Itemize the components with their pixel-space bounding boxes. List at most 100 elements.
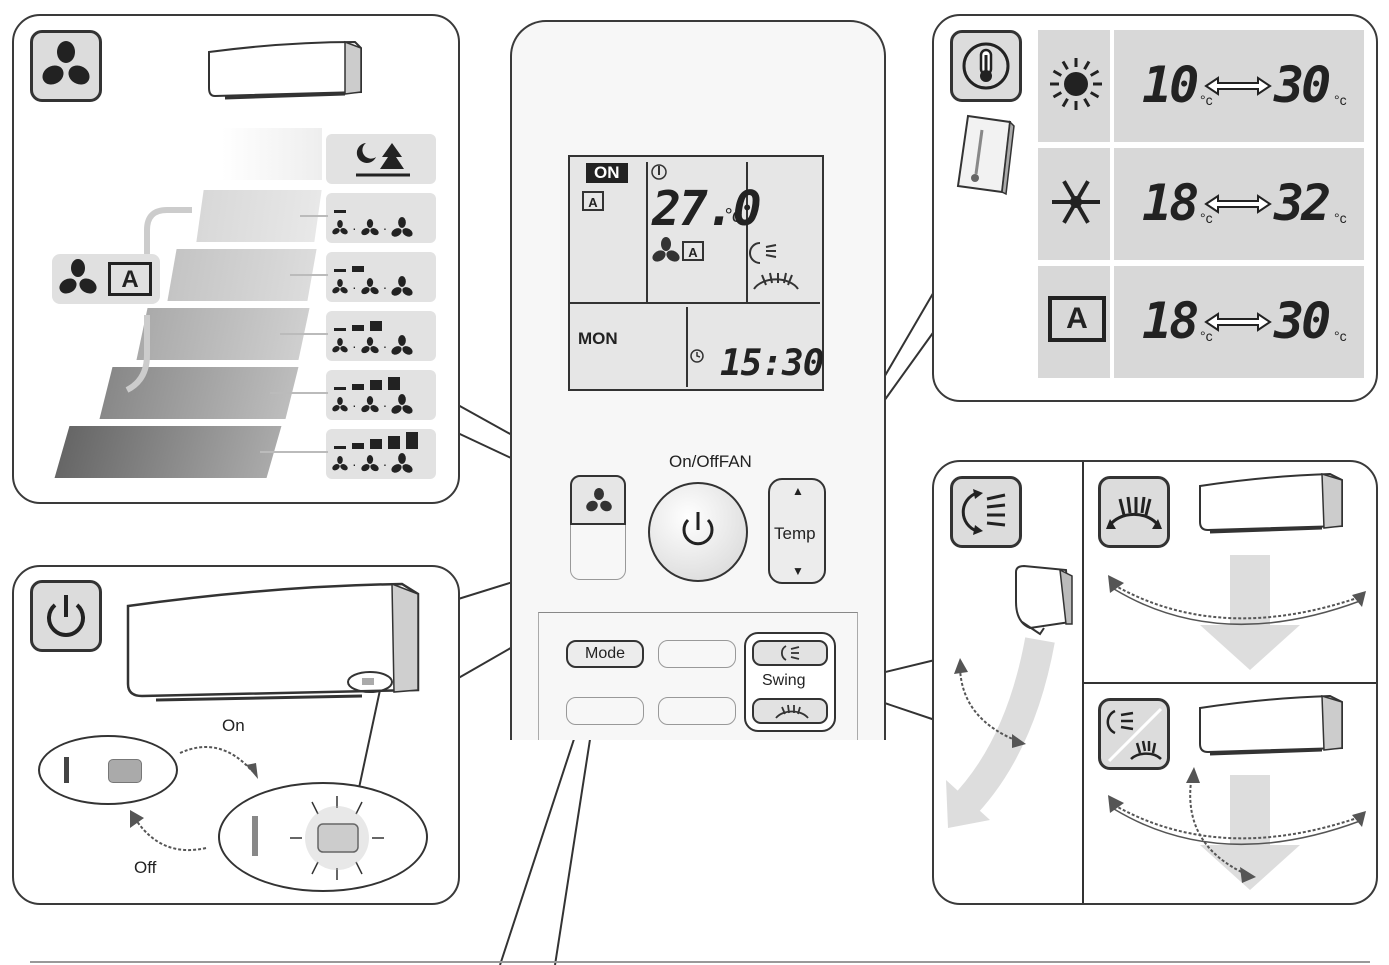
lcd-fan-icon bbox=[652, 237, 680, 262]
fan-level-connector bbox=[280, 333, 328, 335]
temp-down-arrow-icon[interactable]: ▼ bbox=[792, 564, 804, 578]
fan-level-bar bbox=[334, 387, 346, 390]
mode-button[interactable]: Mode bbox=[566, 640, 644, 668]
temp-min-unit: °c bbox=[1200, 92, 1213, 108]
swing-vertical-icon bbox=[780, 645, 800, 661]
fan-level-bar bbox=[352, 442, 364, 449]
temp-min-value: 18 bbox=[1142, 174, 1199, 232]
lcd-divider-v1 bbox=[646, 162, 648, 302]
sun-heat-icon bbox=[1050, 58, 1102, 110]
fan-auto-bracket bbox=[125, 207, 192, 393]
lcd-temperature-unit: °c bbox=[724, 205, 742, 227]
temp-row-mode-cell-auto: A bbox=[1038, 266, 1110, 378]
auto-mode-icon: A bbox=[1048, 296, 1106, 342]
blank-button-2[interactable] bbox=[566, 697, 644, 725]
on-arrow bbox=[179, 746, 258, 779]
lcd-on-badge: ON bbox=[586, 163, 628, 183]
fan-level-connector bbox=[270, 392, 328, 394]
temp-row-mode-cell-heat bbox=[1038, 30, 1110, 142]
swing-vertical-icon-box bbox=[950, 476, 1022, 548]
temp-max-value: 32 bbox=[1274, 174, 1331, 232]
fan-auto-badge: A bbox=[52, 254, 160, 304]
blank-button-3[interactable] bbox=[658, 697, 736, 725]
fan-level-bar bbox=[370, 380, 382, 390]
snowflake-cool-icon bbox=[1052, 180, 1100, 224]
fan-level-bar bbox=[334, 269, 346, 272]
temp-button[interactable]: ▲ Temp ▼ bbox=[768, 478, 826, 584]
thermometer-icon bbox=[962, 42, 1010, 90]
swing-vertical-icon bbox=[961, 489, 1006, 535]
fan-level-fan-icons: ·· bbox=[332, 276, 413, 298]
fan-level-bar bbox=[334, 210, 346, 213]
fan-icon bbox=[42, 41, 90, 85]
remote-lower-panel bbox=[538, 612, 858, 740]
ac-unit-illustration bbox=[208, 40, 362, 100]
swing-button-group: Swing bbox=[744, 632, 836, 732]
on-label: On bbox=[222, 716, 245, 735]
lcd-divider-h bbox=[570, 302, 820, 304]
swing-horizontal-icon bbox=[1106, 496, 1162, 529]
power-icon bbox=[682, 512, 714, 546]
temp-max-unit: °c bbox=[1334, 92, 1347, 108]
temp-max-value: 30 bbox=[1274, 292, 1331, 350]
temp-max-unit: °c bbox=[1334, 210, 1347, 226]
airflow-band-5 bbox=[54, 426, 282, 478]
temp-max-unit: °c bbox=[1334, 328, 1347, 344]
fan-level-connector bbox=[290, 274, 328, 276]
indicator-off-bubble bbox=[38, 735, 178, 805]
indicator-bar bbox=[252, 816, 258, 856]
temp-min-unit: °c bbox=[1200, 210, 1213, 226]
swing-both-icon bbox=[1106, 707, 1163, 763]
blank-button-1[interactable] bbox=[658, 640, 736, 668]
ac-unit-illustration bbox=[1199, 472, 1343, 534]
fan-button[interactable] bbox=[570, 475, 626, 525]
wall-thermometer-illustration bbox=[956, 114, 1015, 196]
fan-level-bar bbox=[406, 432, 418, 449]
fan-level-connector bbox=[260, 451, 328, 453]
range-arrow-icon bbox=[1204, 194, 1272, 214]
swing-vertical-button[interactable] bbox=[752, 640, 828, 666]
fan-level-bar bbox=[352, 383, 364, 390]
power-button[interactable] bbox=[648, 482, 748, 582]
horizontal-airflow-arrows bbox=[1108, 555, 1366, 670]
ac-unit-illustration bbox=[126, 582, 420, 702]
temp-label: Temp bbox=[774, 524, 816, 543]
lcd-thermometer-icon bbox=[651, 164, 667, 180]
power-panel-icon-box bbox=[30, 580, 102, 652]
swing-both-icon-box bbox=[1098, 698, 1170, 770]
lcd-temperature-value: 27.0 bbox=[652, 181, 762, 237]
fan-level-fan-icons: ·· bbox=[332, 453, 413, 475]
lcd-divider-v2 bbox=[746, 162, 748, 302]
swing-panel-divider-h bbox=[1084, 682, 1376, 684]
fan-level-3: ·· bbox=[326, 311, 436, 361]
airflow-band-quiet bbox=[222, 128, 322, 180]
fan-level-4: ·· bbox=[326, 370, 436, 420]
temperature-panel-icon-box bbox=[950, 30, 1022, 102]
fan-level-bar bbox=[388, 376, 400, 390]
combined-airflow-arrows bbox=[1108, 767, 1366, 890]
range-arrow-icon bbox=[1204, 76, 1272, 96]
fan-level-fan-icons: ·· bbox=[332, 394, 413, 416]
indicator-lamp-on-icon bbox=[290, 796, 384, 880]
lcd-time: 15:30 bbox=[720, 343, 824, 384]
fan-level-bar bbox=[370, 321, 382, 331]
temp-up-arrow-icon[interactable]: ▲ bbox=[792, 484, 804, 498]
ac-side-view-illustration bbox=[1015, 564, 1073, 636]
lcd-display: ON A 27.0 °c A MON 15:30 bbox=[568, 155, 824, 391]
fan-button-lower[interactable] bbox=[570, 525, 626, 580]
fan-level-bar bbox=[352, 265, 364, 272]
temp-min-value: 10 bbox=[1142, 56, 1199, 114]
auto-mode-icon: A bbox=[108, 262, 152, 296]
temp-min-value: 18 bbox=[1142, 292, 1199, 350]
swing-panel-divider-v bbox=[1082, 462, 1084, 903]
fan-level-bar bbox=[388, 435, 400, 449]
fan-level-bar bbox=[352, 324, 364, 331]
lcd-swing-vertical-icon bbox=[749, 242, 777, 264]
swing-horizontal-button[interactable] bbox=[752, 698, 828, 724]
fan-level-connector bbox=[300, 215, 328, 217]
bottom-panel-edge bbox=[30, 961, 1370, 963]
indicator-bar bbox=[64, 757, 69, 783]
swing-horizontal-icon-box bbox=[1098, 476, 1170, 548]
fan-level-bar bbox=[334, 446, 346, 449]
swing-label: Swing bbox=[762, 672, 806, 689]
